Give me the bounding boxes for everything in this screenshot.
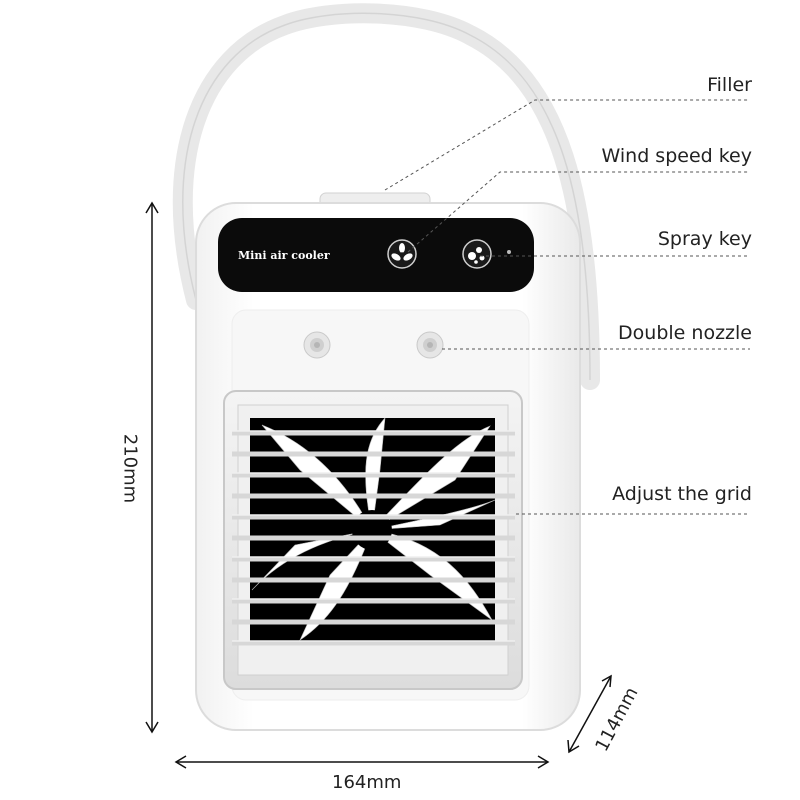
- control-panel: [218, 218, 534, 292]
- callout-adjust-the-grid: Adjust the grid: [612, 483, 752, 505]
- indicator-light: [507, 250, 511, 254]
- callout-spray-key: Spray key: [657, 228, 752, 250]
- adjustable-grid[interactable]: [232, 430, 515, 646]
- callout-double-nozzle: Double nozzle: [618, 322, 752, 344]
- nozzle-right: [416, 331, 444, 359]
- callout-filler: Filler: [707, 74, 752, 96]
- width-dimension: 164mm: [332, 772, 402, 793]
- callout-lines: [384, 99, 750, 515]
- callout-wind-speed-key: Wind speed key: [601, 145, 753, 167]
- height-dimension: 210mm: [119, 433, 141, 504]
- brand-label: Mini air cooler: [238, 249, 330, 262]
- fan-icon: [391, 243, 413, 261]
- spray-key[interactable]: [462, 239, 492, 269]
- spray-icon: [468, 247, 485, 264]
- dimension-lines: [145, 201, 612, 769]
- nozzle-left: [303, 331, 331, 359]
- wind-speed-key[interactable]: [387, 239, 417, 269]
